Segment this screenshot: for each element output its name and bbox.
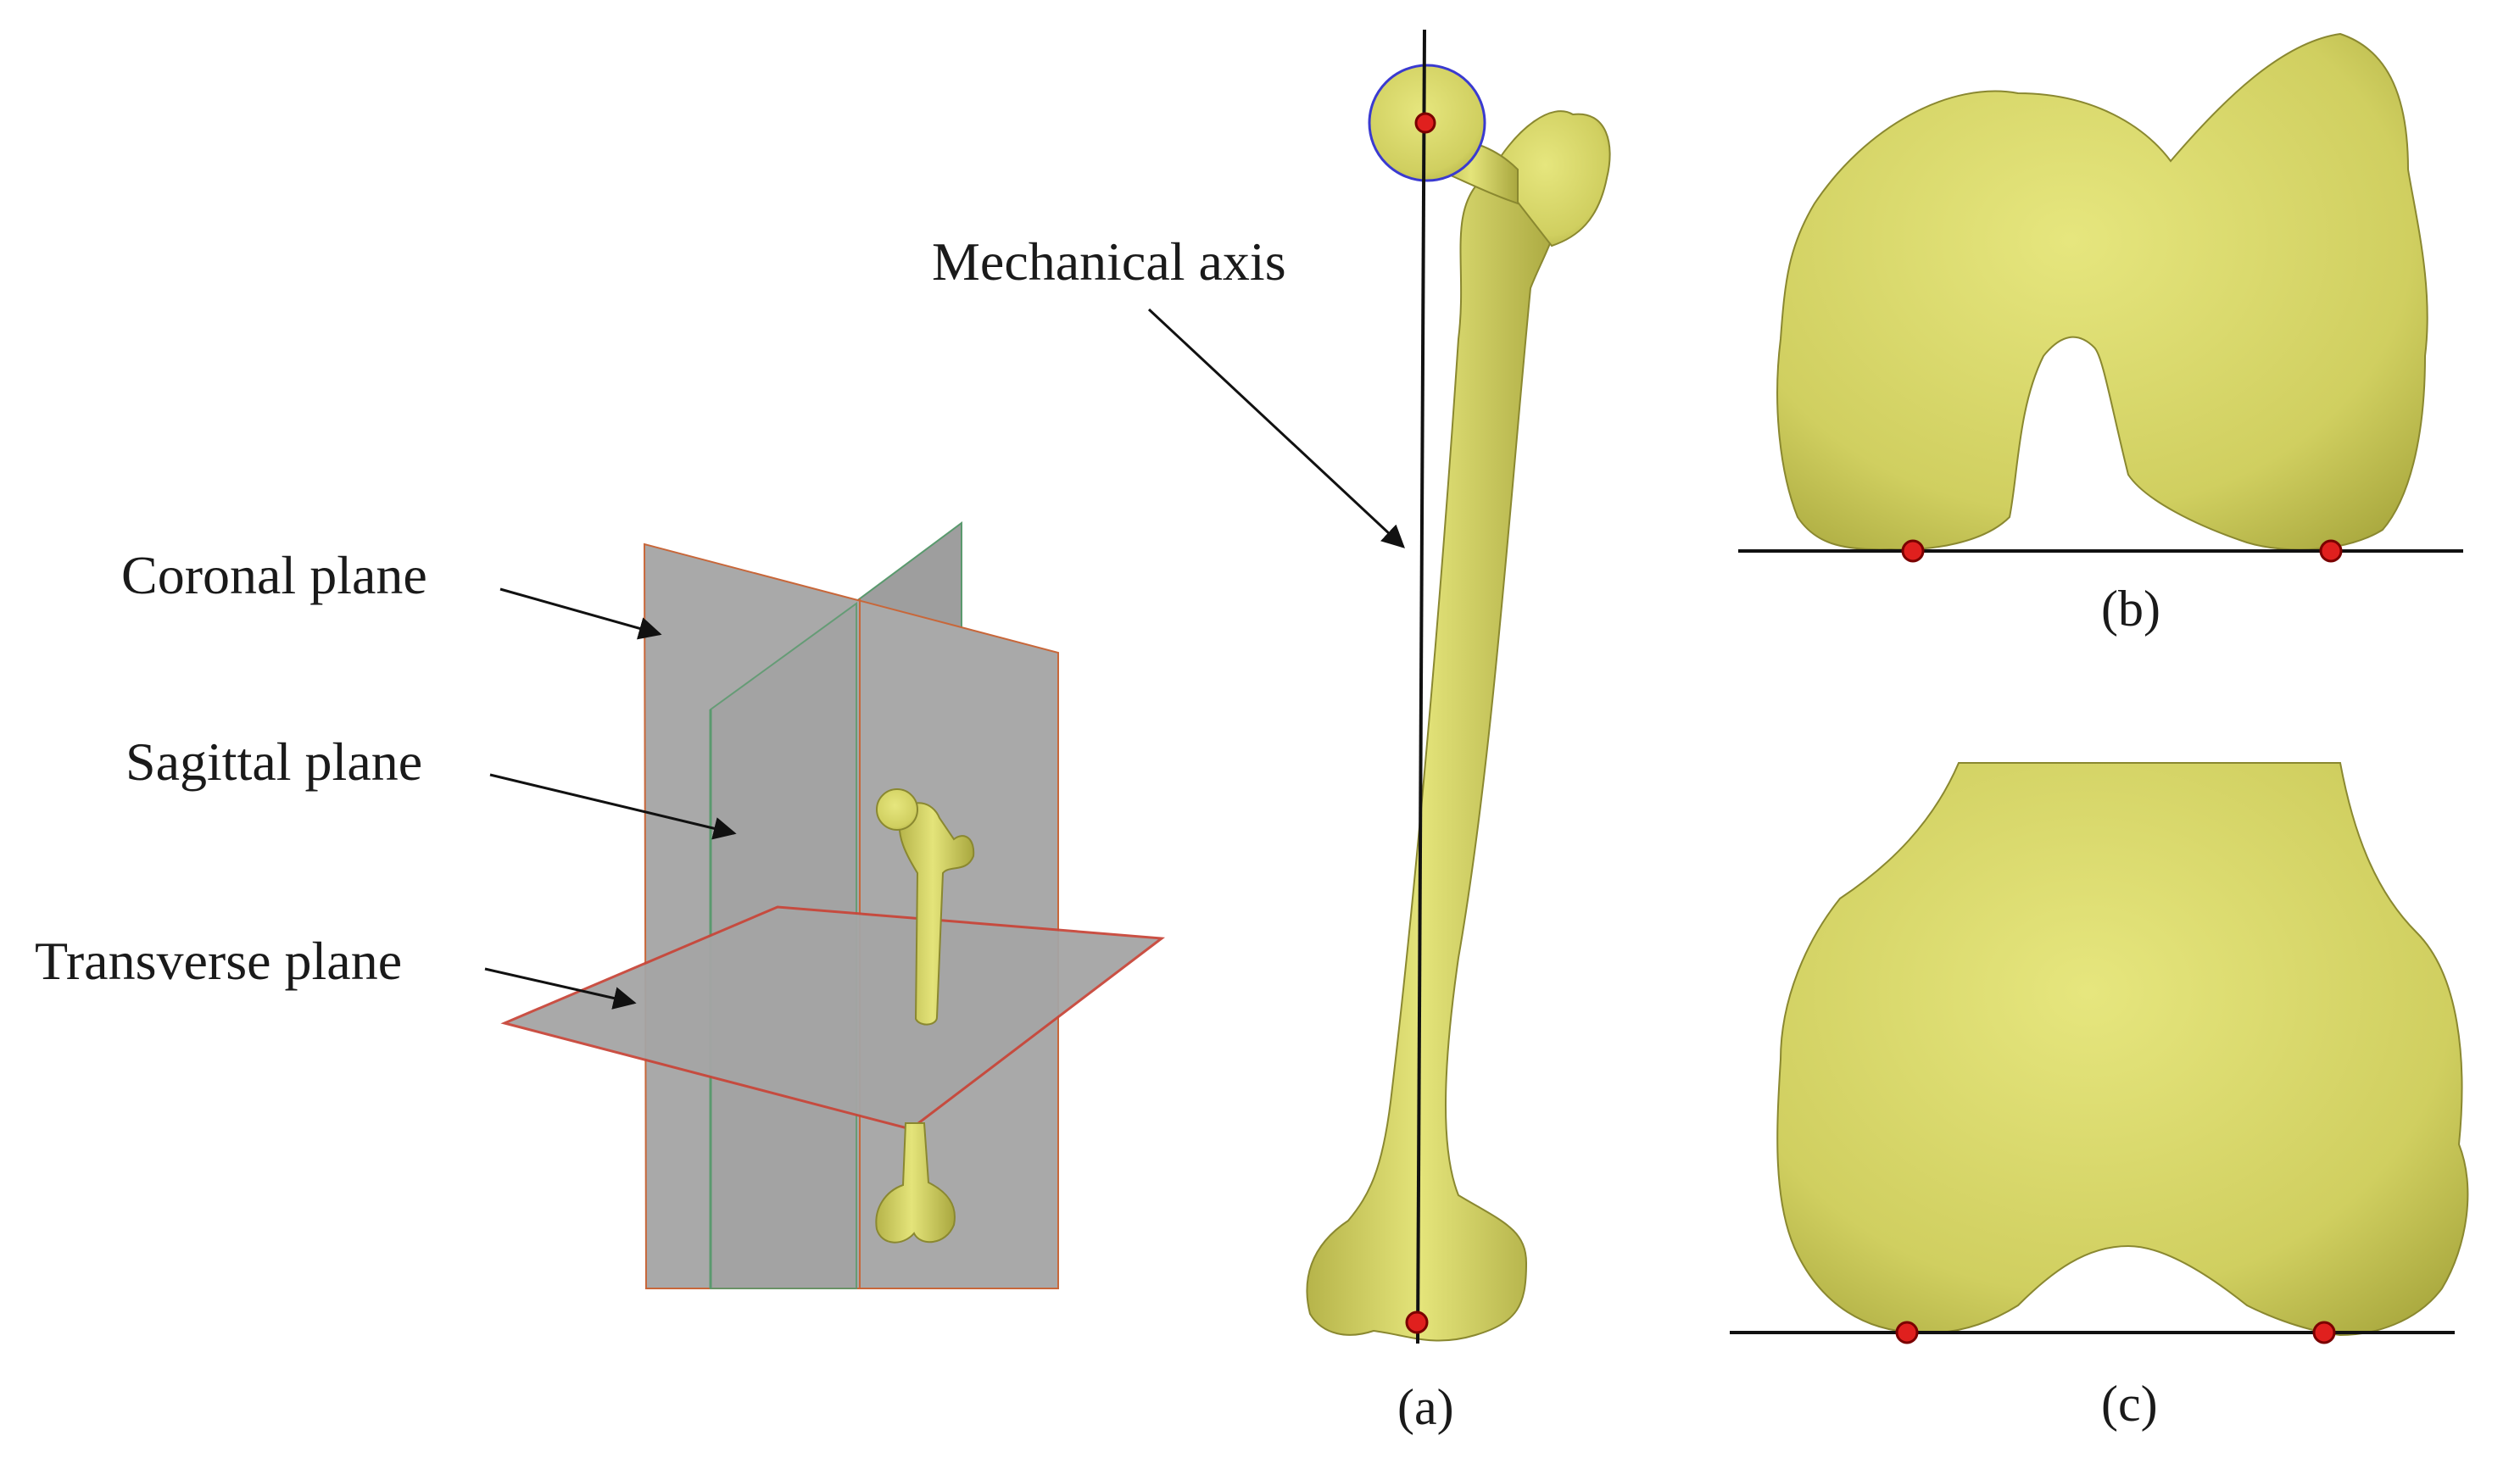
- sagittal-plane-label: Sagittal plane: [125, 732, 422, 792]
- caption-b: (b): [2101, 581, 2160, 637]
- coronal-plane-arrow: [499, 587, 662, 640]
- anterior-marker-right: [2312, 1321, 2336, 1344]
- greater-trochanter: [1491, 110, 1611, 248]
- mechanical-axis-label: Mechanical axis: [932, 231, 1286, 292]
- hip-center-marker: [1414, 112, 1436, 134]
- coronal-plane-label: Coronal plane: [121, 545, 427, 605]
- sagittal-plane-arrow: [489, 773, 737, 840]
- femur-shaft: [1306, 155, 1562, 1342]
- transverse-plane-shape: [500, 905, 1166, 1131]
- planes-panel: [500, 521, 1166, 1290]
- axial-marker-right: [2319, 539, 2343, 563]
- anterior-marker-left: [1895, 1321, 1919, 1344]
- distal-femur-axial-panel: [1738, 32, 2463, 563]
- mechanical-axis-arrow: [1147, 308, 1405, 548]
- knee-center-marker: [1405, 1310, 1429, 1334]
- caption-a: (a): [1397, 1379, 1454, 1435]
- axial-marker-left: [1901, 539, 1925, 563]
- distal-femur-axial-shape: [1776, 32, 2428, 551]
- transverse-plane-arrow: [484, 967, 637, 1010]
- caption-c: (c): [2101, 1376, 2158, 1432]
- transverse-plane-label: Transverse plane: [35, 931, 402, 991]
- distal-femur-anterior-shape: [1776, 762, 2469, 1337]
- femur-full-panel: [1306, 29, 1611, 1344]
- distal-femur-anterior-panel: [1730, 762, 2469, 1344]
- femur-model-small: [875, 788, 975, 1244]
- mechanical-axis-line: [1416, 29, 1426, 1344]
